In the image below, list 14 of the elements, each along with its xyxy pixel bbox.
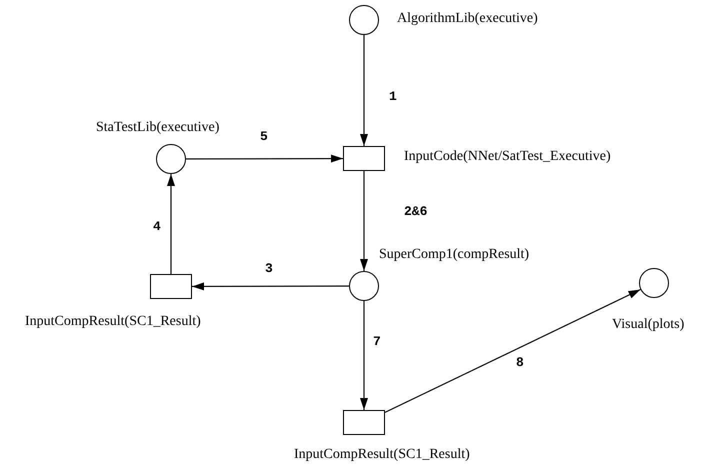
node-label: InputCompResult(SC1_Result) xyxy=(294,447,470,463)
node-label: InputCode(NNet/SatTest_Executive) xyxy=(404,149,611,165)
node-label: Visual(plots) xyxy=(612,317,684,333)
arrow xyxy=(360,301,368,410)
node-label: InputCompResult(SC1_Result) xyxy=(25,314,201,330)
arrow xyxy=(360,35,368,146)
node-label: SuperComp1(compResult) xyxy=(379,247,530,263)
node-label: AlgorithmLib(executive) xyxy=(397,11,538,27)
arrow xyxy=(360,171,368,271)
node-label: StaTestLib(executive) xyxy=(96,120,220,136)
arrow xyxy=(186,154,343,163)
arrow xyxy=(192,282,349,290)
arrow xyxy=(167,174,175,274)
arrow xyxy=(384,289,641,413)
